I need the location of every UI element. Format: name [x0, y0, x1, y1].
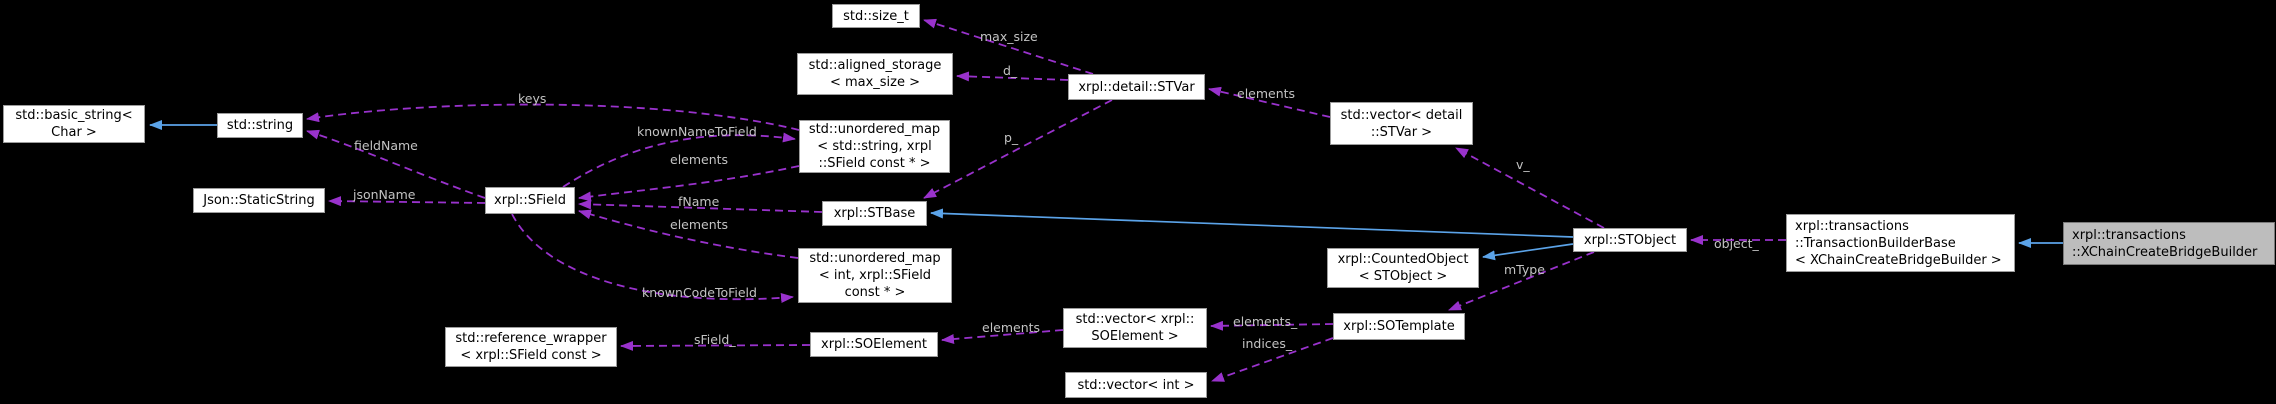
edge-label-maxsize: max_size [980, 29, 1038, 44]
node-xrpl-transactionbuilderbase[interactable]: xrpl::transactions ::TransactionBuilderB… [1786, 214, 2015, 272]
edge-usage-p [923, 99, 1113, 199]
edge-usage-elements-umapstring-sfield [578, 165, 800, 202]
edge-usage-elements-sotemplate [1210, 320, 1334, 331]
edge-usage-elements-vec-stvar [1208, 86, 1331, 118]
edge-usage-knowncodetofield [511, 213, 794, 303]
node-std-reference-wrapper[interactable]: std::reference_wrapper < xrpl::SField co… [445, 327, 617, 367]
node-xrpl-sfield[interactable]: xrpl::SField [485, 187, 575, 214]
edge-usage-d [956, 71, 1069, 82]
edge-usage-elements-vec-soelement [941, 329, 1064, 344]
node-std-vector-int[interactable]: std::vector< int > [1065, 372, 1207, 398]
edge-label-sfield: sField_ [694, 332, 736, 347]
edge-label-v: v_ [1516, 157, 1530, 172]
edge-usage-sfield [620, 340, 811, 351]
edge-usage-fname [578, 199, 823, 213]
edge-usage-maxsize [923, 18, 1094, 75]
edge-label-mtype: mType [1504, 262, 1545, 277]
node-xrpl-soelement[interactable]: xrpl::SOElement [810, 332, 938, 357]
node-xrpl-countedobject-stobject[interactable]: xrpl::CountedObject < STObject > [1327, 248, 1479, 288]
node-std-unordered-map-string-sfield[interactable]: std::unordered_map < std::string, xrpl :… [799, 120, 950, 173]
node-std-unordered-map-int-sfield[interactable]: std::unordered_map < int, xrpl::SField c… [798, 248, 952, 303]
edge-label-keys: keys [518, 91, 546, 106]
edge-label-elements-3: elements [982, 320, 1040, 335]
edge-label-knowncodetofield: knownCodeToField [642, 285, 757, 300]
edge-label-fname: fName [678, 194, 720, 209]
edge-label-elements-2: elements [670, 217, 728, 232]
edge-label-knownnametofield: knownNameToField [637, 124, 757, 139]
edge-usage-jsonname [328, 196, 486, 207]
edge-usage-fieldname [306, 129, 486, 199]
edge-usage-elements-umapint-sfield [578, 209, 799, 259]
node-xrpl-sotemplate[interactable]: xrpl::SOTemplate [1333, 313, 1465, 340]
edge-usage-indices [1211, 337, 1334, 382]
edge-usage-knownnametofield [562, 132, 796, 188]
edge-label-elements-4: elements [1237, 86, 1295, 101]
edge-inherit-stobject-stbase [930, 208, 1574, 238]
edge-label-elements-underscore: elements_ [1233, 314, 1298, 329]
edge-usage-v [1455, 147, 1605, 229]
edge-label-indices: indices_ [1242, 336, 1293, 351]
node-std-vector-soelement[interactable]: std::vector< xrpl:: SOElement > [1063, 308, 1207, 348]
edge-usage-mtype [1448, 251, 1595, 311]
node-xrpl-xchaincreatebridgebuilder[interactable]: xrpl::transactions ::XChainCreateBridgeB… [2063, 222, 2275, 265]
node-xrpl-stbase[interactable]: xrpl::STBase [822, 201, 927, 226]
node-xrpl-detail-stvar[interactable]: xrpl::detail::STVar [1068, 74, 1205, 100]
node-json-staticstring[interactable]: Json::StaticString [193, 188, 325, 213]
edge-label-p: p_ [1004, 130, 1019, 145]
node-std-vector-detail-stvar[interactable]: std::vector< detail ::STVar > [1330, 102, 1473, 145]
edge-label-object: object_ [1714, 236, 1760, 251]
edge-usage-keys [306, 103, 800, 131]
node-std-basic-string[interactable]: std::basic_string< Char > [3, 105, 145, 143]
edge-label-fieldname: fieldName [354, 138, 418, 153]
edge-label-elements-1: elements [670, 152, 728, 167]
node-std-string[interactable]: std::string [217, 113, 303, 138]
edge-inherit-stobject-countedobject [1482, 243, 1574, 261]
node-xrpl-stobject[interactable]: xrpl::STObject [1573, 228, 1687, 252]
edge-label-jsonname: jsonName [352, 187, 416, 202]
node-std-size-t[interactable]: std::size_t [832, 4, 920, 28]
edge-label-d: d_ [1003, 63, 1018, 78]
node-std-aligned-storage[interactable]: std::aligned_storage < max_size > [797, 53, 953, 95]
